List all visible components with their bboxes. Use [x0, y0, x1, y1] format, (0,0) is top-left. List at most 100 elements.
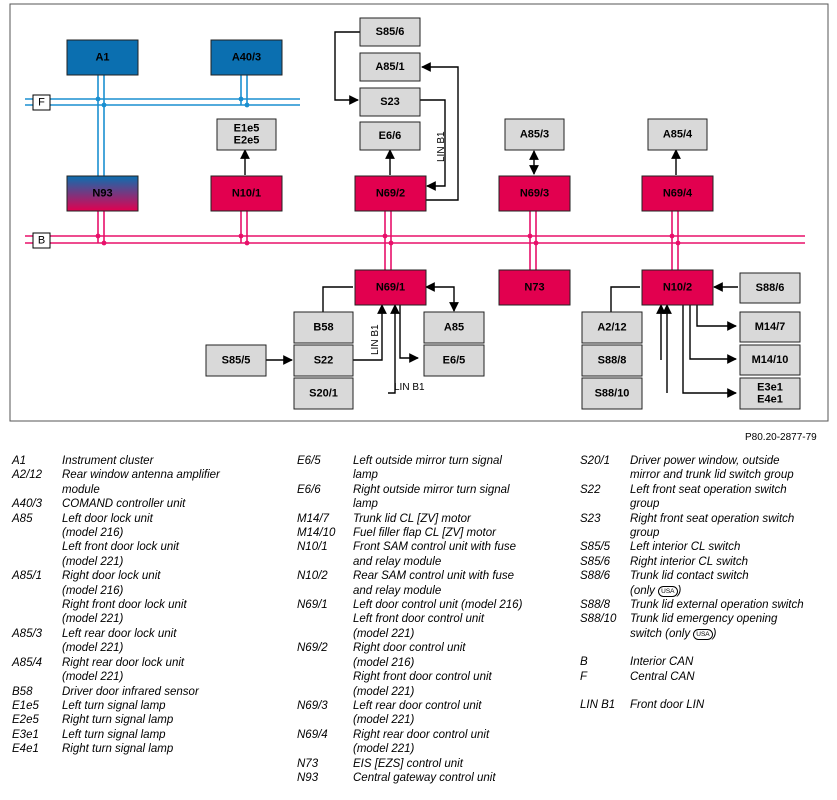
component-b58: B58	[293, 311, 354, 344]
component-label: E1e5	[234, 123, 260, 135]
legend-code: N93	[297, 771, 319, 784]
component-label: E2e5	[234, 135, 260, 147]
component-n69-1: N69/1	[354, 269, 427, 306]
legend-entry: A85 Left door lock unit (model 216) Left …	[12, 512, 282, 570]
component-m14-10: M14/10	[739, 344, 801, 376]
bus-tag-f: F	[32, 94, 51, 111]
lin-label-s20-1: LIN B1	[394, 382, 425, 393]
component-label: N93	[92, 188, 112, 200]
legend-code: E6/6	[297, 483, 321, 496]
component-label: E3e1	[757, 382, 783, 394]
legend-description: Rear SAM control unit with fuse and rela…	[353, 570, 515, 597]
legend-description: Trunk lid external operation switch	[630, 599, 804, 612]
legend-description: Right rear door control unit (model 221)	[353, 728, 490, 756]
legend-code: LIN B1	[580, 699, 616, 712]
legend-description: Left door control unit (model 216) Left …	[353, 599, 523, 640]
legend-description: Left door lock unit (model 216) Left fro…	[62, 512, 179, 568]
component-label: S88/8	[598, 355, 627, 367]
legend-description: Driver door infrared sensor	[62, 685, 199, 698]
legend-code: E2e5	[12, 714, 39, 727]
component-e6-6: E6/6	[359, 121, 421, 151]
legend-entry: B58 Driver door infrared sensor	[12, 685, 282, 699]
component-label: N69/3	[520, 188, 549, 200]
component-n69-2: N69/2	[354, 175, 427, 212]
legend-description: Right front seat operation switch group	[630, 512, 795, 540]
legend-description: Left turn signal lamp	[62, 699, 166, 712]
component-m14-7: M14/7	[739, 311, 801, 343]
lin-label-n69-2: LIN B1	[436, 131, 447, 162]
component-s88-8: S88/8	[581, 344, 643, 377]
component-a85-3: A85/3	[504, 118, 565, 151]
legend-code: S20/1	[580, 455, 611, 467]
legend-description: Left interior CL switch	[630, 541, 741, 554]
component-label: A2/12	[597, 322, 626, 334]
legend-code: B58	[12, 685, 33, 698]
legend-code: N69/3	[297, 699, 328, 712]
legend-description: Left front seat operation switch group	[630, 483, 787, 511]
component-e6-5: E6/5	[423, 344, 485, 377]
component-label: E6/6	[379, 130, 402, 142]
central-can-junctions	[95, 96, 250, 108]
legend-entry: E6/6 Right outside mirror turn signal lam…	[297, 483, 567, 512]
legend-code: N10/2	[297, 570, 328, 583]
legend-code: A85	[12, 512, 33, 525]
component-s23: S23	[359, 87, 421, 117]
component-s85-5: S85/5	[205, 344, 267, 377]
legend-code: S88/10	[580, 613, 617, 626]
component-label: A85/3	[520, 129, 549, 141]
legend-description: Trunk lid contact switch (only USA)	[630, 570, 749, 597]
legend-code: A85/1	[12, 570, 43, 583]
legend-entry: S85/5 Left interior CL switch	[580, 540, 832, 554]
legend-description: Central CAN	[630, 670, 695, 683]
component-label: B58	[313, 322, 333, 334]
legend-code: S88/6	[580, 570, 611, 583]
legend-code: A40/3	[12, 498, 43, 511]
legend-description: Right outside mirror turn signal lamp	[353, 483, 510, 511]
legend-description: Right turn signal lamp	[62, 714, 174, 727]
legend-code: B	[580, 656, 588, 669]
component-n10-2: N10/2	[641, 269, 714, 306]
component-label: S22	[314, 355, 334, 367]
component-a85: A85	[423, 311, 485, 344]
bus-tag-b: B	[32, 232, 51, 249]
legend-description: Fuel filler flap CL [ZV] motor	[353, 527, 496, 540]
lin-label-s22: LIN B1	[370, 324, 381, 355]
component-label: N73	[524, 282, 544, 294]
svg-text:F: F	[38, 97, 45, 109]
legend-code: E1e5	[12, 699, 39, 712]
legend-code: N10/1	[297, 541, 328, 554]
component-label: S85/5	[222, 355, 251, 367]
component-label: E4e1	[757, 394, 783, 406]
legend-code: E4e1	[12, 743, 39, 756]
legend-code: N69/2	[297, 642, 328, 655]
component-a85-4: A85/4	[647, 118, 708, 151]
usa-badge-icon: USA	[658, 585, 678, 597]
legend-code: S85/5	[580, 541, 611, 554]
component-a2-12: A2/12	[581, 311, 643, 344]
component-s88-10: S88/10	[581, 377, 643, 410]
legend-description: EIS [EZS] control unit	[353, 757, 463, 770]
component-s20-1: S20/1	[293, 377, 354, 410]
legend-entry: N10/2 Rear SAM control unit with fuse and…	[297, 569, 567, 598]
legend-code: E6/5	[297, 455, 321, 467]
legend-description: Trunk lid emergency opening switch (only…	[630, 613, 778, 640]
legend-spacer	[580, 641, 832, 655]
legend-code: S85/6	[580, 555, 611, 568]
legend-description: Right interior CL switch	[630, 555, 749, 568]
component-n10-1: N10/1	[210, 175, 283, 212]
legend-description: Trunk lid CL [ZV] motor	[353, 512, 471, 525]
